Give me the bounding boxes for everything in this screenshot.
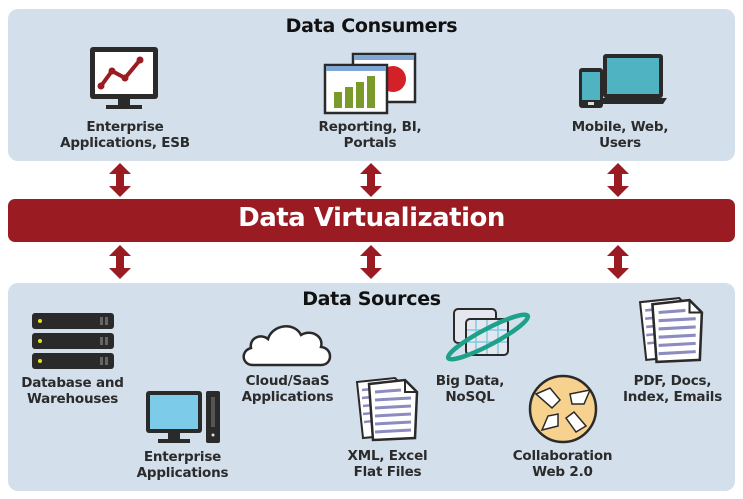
documents-icon <box>355 376 419 442</box>
bidirectional-arrow-icon <box>109 163 131 197</box>
source-label-pdf: PDF, Docs, Index, Emails <box>622 373 723 405</box>
consumer-label-reporting: Reporting, BI, Portals <box>318 119 422 151</box>
source-label-xml: XML, Excel Flat Files <box>347 448 428 480</box>
data-virtualization-label: Data Virtualization <box>238 203 505 233</box>
report-windows-icon <box>323 52 417 115</box>
bidirectional-arrow-icon <box>360 245 382 279</box>
data-consumers-title: Data Consumers <box>285 15 458 37</box>
big-data-grid-icon <box>445 308 531 362</box>
server-rack-icon <box>32 313 114 369</box>
bidirectional-arrow-icon <box>607 245 629 279</box>
source-label-enterprise: Enterprise Applications <box>136 449 229 481</box>
bidirectional-arrow-icon <box>607 163 629 197</box>
monitor-line-chart-icon <box>90 47 158 109</box>
consumer-label-enterprise: Enterprise Applications, ESB <box>60 119 190 151</box>
data-sources-title: Data Sources <box>302 288 441 310</box>
hands-circle-icon <box>528 374 598 444</box>
source-label-collaboration: Collaboration Web 2.0 <box>512 448 613 480</box>
source-label-database: Database and Warehouses <box>21 375 124 407</box>
bidirectional-arrow-icon <box>360 163 382 197</box>
source-label-bigdata: Big Data, NoSQL <box>435 373 505 405</box>
devices-icon <box>579 54 667 108</box>
consumer-label-mobile: Mobile, Web, Users <box>571 119 669 151</box>
cloud-icon <box>242 325 332 367</box>
data-virtualization-band: Data Virtualization <box>8 199 735 242</box>
pdf-documents-icon <box>638 296 704 364</box>
bidirectional-arrow-icon <box>109 245 131 279</box>
source-label-cloud: Cloud/SaaS Applications <box>241 373 334 405</box>
desktop-computer-icon <box>146 391 220 443</box>
